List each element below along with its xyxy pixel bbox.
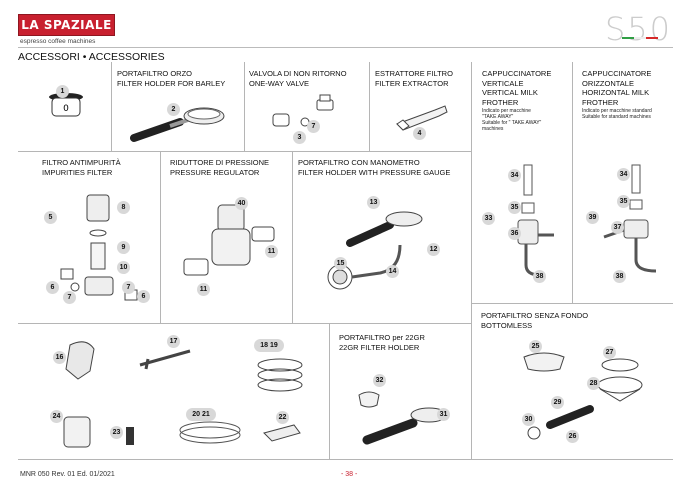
grid-line-6 xyxy=(244,62,245,151)
label-18-19: 18 19 xyxy=(254,339,284,352)
label-35a: 35 xyxy=(508,201,521,214)
label-38a: 38 xyxy=(533,270,546,283)
cap-vertical-note: Indicato per macchine"TAKE AWAY"Suitable… xyxy=(482,108,542,132)
label-6a: 6 xyxy=(46,281,59,294)
grid-line-5 xyxy=(111,62,112,151)
item-1-glyph: 0 xyxy=(63,104,69,114)
label-16: 16 xyxy=(53,351,66,364)
label-9: 9 xyxy=(117,241,130,254)
grid-line-3 xyxy=(471,303,673,304)
vertical-frother-illustration xyxy=(517,164,554,277)
horizontal-frother-illustration xyxy=(603,164,657,273)
label-6b: 6 xyxy=(137,290,150,303)
label-28: 28 xyxy=(587,377,600,390)
label-34b: 34 xyxy=(617,168,630,181)
italian-flag xyxy=(622,37,658,39)
label-33: 33 xyxy=(482,212,495,225)
label-35b: 35 xyxy=(617,195,630,208)
label-8: 8 xyxy=(117,201,130,214)
barley-filter-holder-illustration xyxy=(130,107,225,142)
brand-tagline: espresso coffee machines xyxy=(20,38,96,45)
label-34a: 34 xyxy=(508,169,521,182)
accessories-misc-illustration xyxy=(63,341,303,448)
label-39: 39 xyxy=(586,211,599,224)
label-26: 26 xyxy=(566,430,579,443)
page-number: - 38 - xyxy=(341,471,358,478)
label-11a: 11 xyxy=(265,245,278,258)
grid-line-1 xyxy=(18,151,471,152)
label-5: 5 xyxy=(44,211,57,224)
grid-line-2 xyxy=(18,323,471,324)
label-31: 31 xyxy=(437,408,450,421)
label-11b: 11 xyxy=(197,283,210,296)
label-10: 10 xyxy=(117,261,130,274)
label-2: 2 xyxy=(167,103,180,116)
label-25: 25 xyxy=(529,340,542,353)
label-4: 4 xyxy=(413,127,426,140)
label-37: 37 xyxy=(611,221,624,234)
impurities-filter-illustration xyxy=(60,194,138,301)
manometer-filter-holder-illustration xyxy=(327,211,423,290)
label-36: 36 xyxy=(508,227,521,240)
label-29: 29 xyxy=(551,396,564,409)
label-12: 12 xyxy=(427,243,440,256)
label-38b: 38 xyxy=(613,270,626,283)
label-7c: 7 xyxy=(307,120,320,133)
label-1: 1 xyxy=(56,85,69,98)
model-logo: S50 xyxy=(604,10,672,48)
filter-extractor-illustration xyxy=(396,105,448,131)
grid-line-12 xyxy=(329,323,330,459)
footer-doc-info: MNR 050 Rev. 01 Ed. 01/2021 xyxy=(20,471,115,478)
label-15: 15 xyxy=(334,257,347,270)
label-40: 40 xyxy=(235,197,248,210)
grid-line-9 xyxy=(572,62,573,303)
label-14: 14 xyxy=(386,265,399,278)
label-32: 32 xyxy=(373,374,386,387)
label-20-21: 20 21 xyxy=(186,408,216,421)
grid-line-8 xyxy=(471,62,472,459)
label-24: 24 xyxy=(50,410,63,423)
grid-line-10 xyxy=(160,151,161,323)
label-3: 3 xyxy=(293,131,306,144)
label-23: 23 xyxy=(110,426,123,439)
label-22: 22 xyxy=(276,411,289,424)
label-30: 30 xyxy=(522,413,535,426)
pressure-regulator-illustration xyxy=(183,204,275,276)
brand-logo: LA SPAZIALE xyxy=(18,14,115,36)
header-rule xyxy=(18,47,673,48)
label-7a: 7 xyxy=(63,291,76,304)
label-17: 17 xyxy=(167,335,180,348)
grid-line-4 xyxy=(18,459,673,460)
label-13: 13 xyxy=(367,196,380,209)
section-title: ACCESSORI • ACCESSORIES xyxy=(18,51,165,63)
label-7b: 7 xyxy=(122,281,135,294)
grid-line-11 xyxy=(292,151,293,323)
bottomless-filter-holder-illustration xyxy=(523,352,643,440)
grid-line-7 xyxy=(369,62,370,151)
label-27: 27 xyxy=(603,346,616,359)
